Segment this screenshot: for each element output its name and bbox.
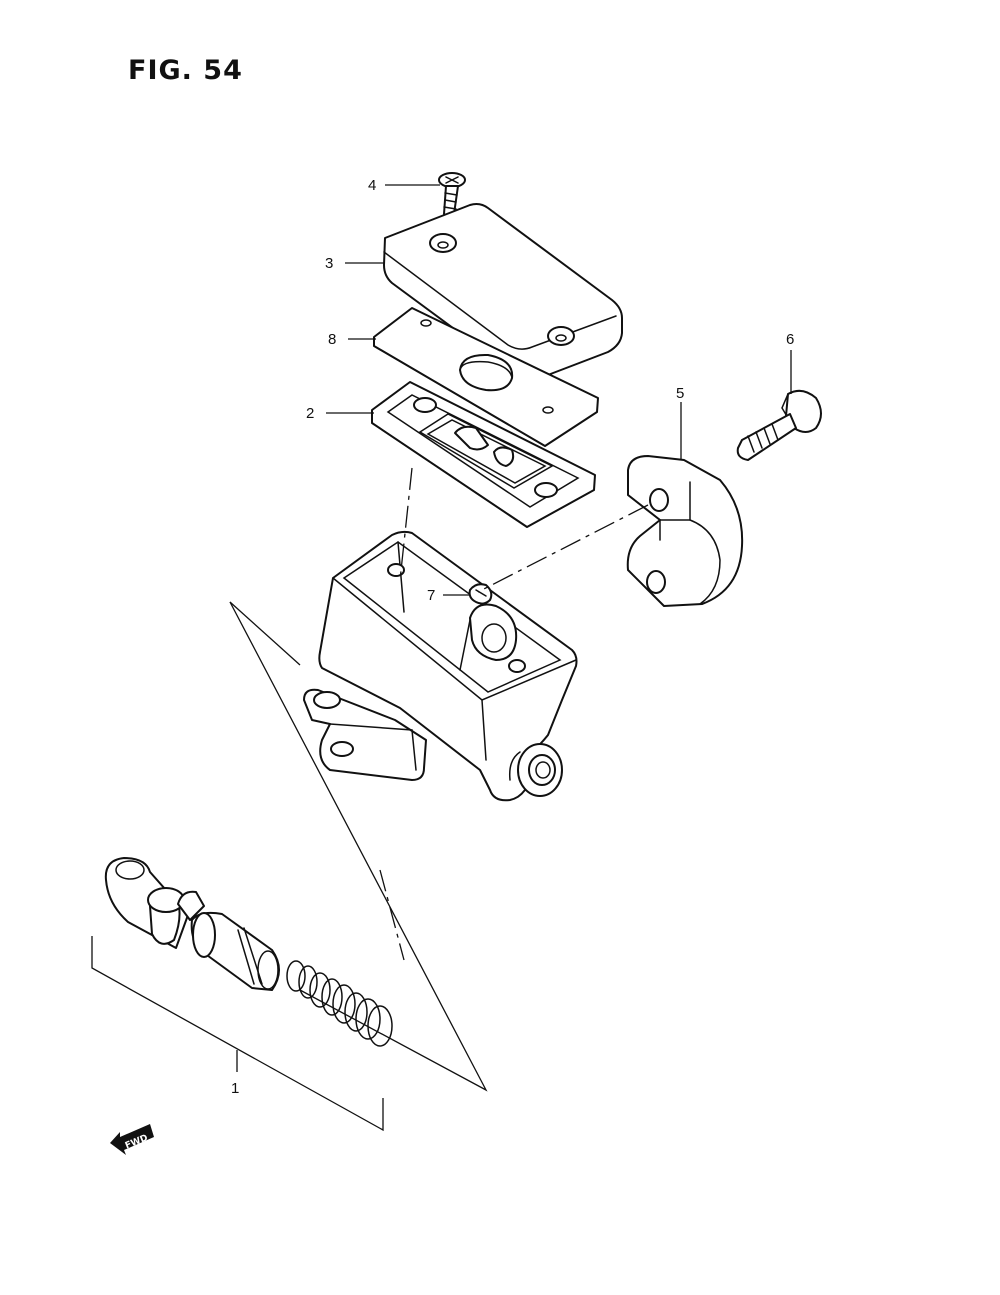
callout-5: 5	[676, 385, 684, 402]
callout-leaders	[326, 184, 792, 596]
kit-bracket	[91, 936, 384, 1132]
diaphragm-2[interactable]	[371, 381, 596, 528]
cap-3[interactable]	[383, 203, 623, 381]
callout-8: 8	[328, 331, 336, 348]
callout-3: 3	[325, 255, 333, 272]
callout-7: 7	[427, 587, 435, 604]
clamp-5[interactable]	[626, 455, 744, 607]
callout-4: 4	[368, 177, 376, 194]
callout-2: 2	[306, 405, 314, 422]
plate-8[interactable]	[373, 307, 599, 447]
exploded-view-lines	[229, 467, 649, 1092]
spring	[286, 960, 393, 1047]
master-cylinder-body[interactable]	[303, 530, 578, 802]
piston-kit-1[interactable]	[104, 857, 393, 1047]
clip-7[interactable]	[468, 583, 493, 605]
figure-title: FIG. 54	[128, 55, 243, 86]
fwd-arrow-icon: FWD	[110, 1124, 154, 1155]
callout-6: 6	[786, 331, 794, 348]
bolt-6[interactable]	[736, 389, 822, 461]
callout-1: 1	[231, 1080, 239, 1097]
